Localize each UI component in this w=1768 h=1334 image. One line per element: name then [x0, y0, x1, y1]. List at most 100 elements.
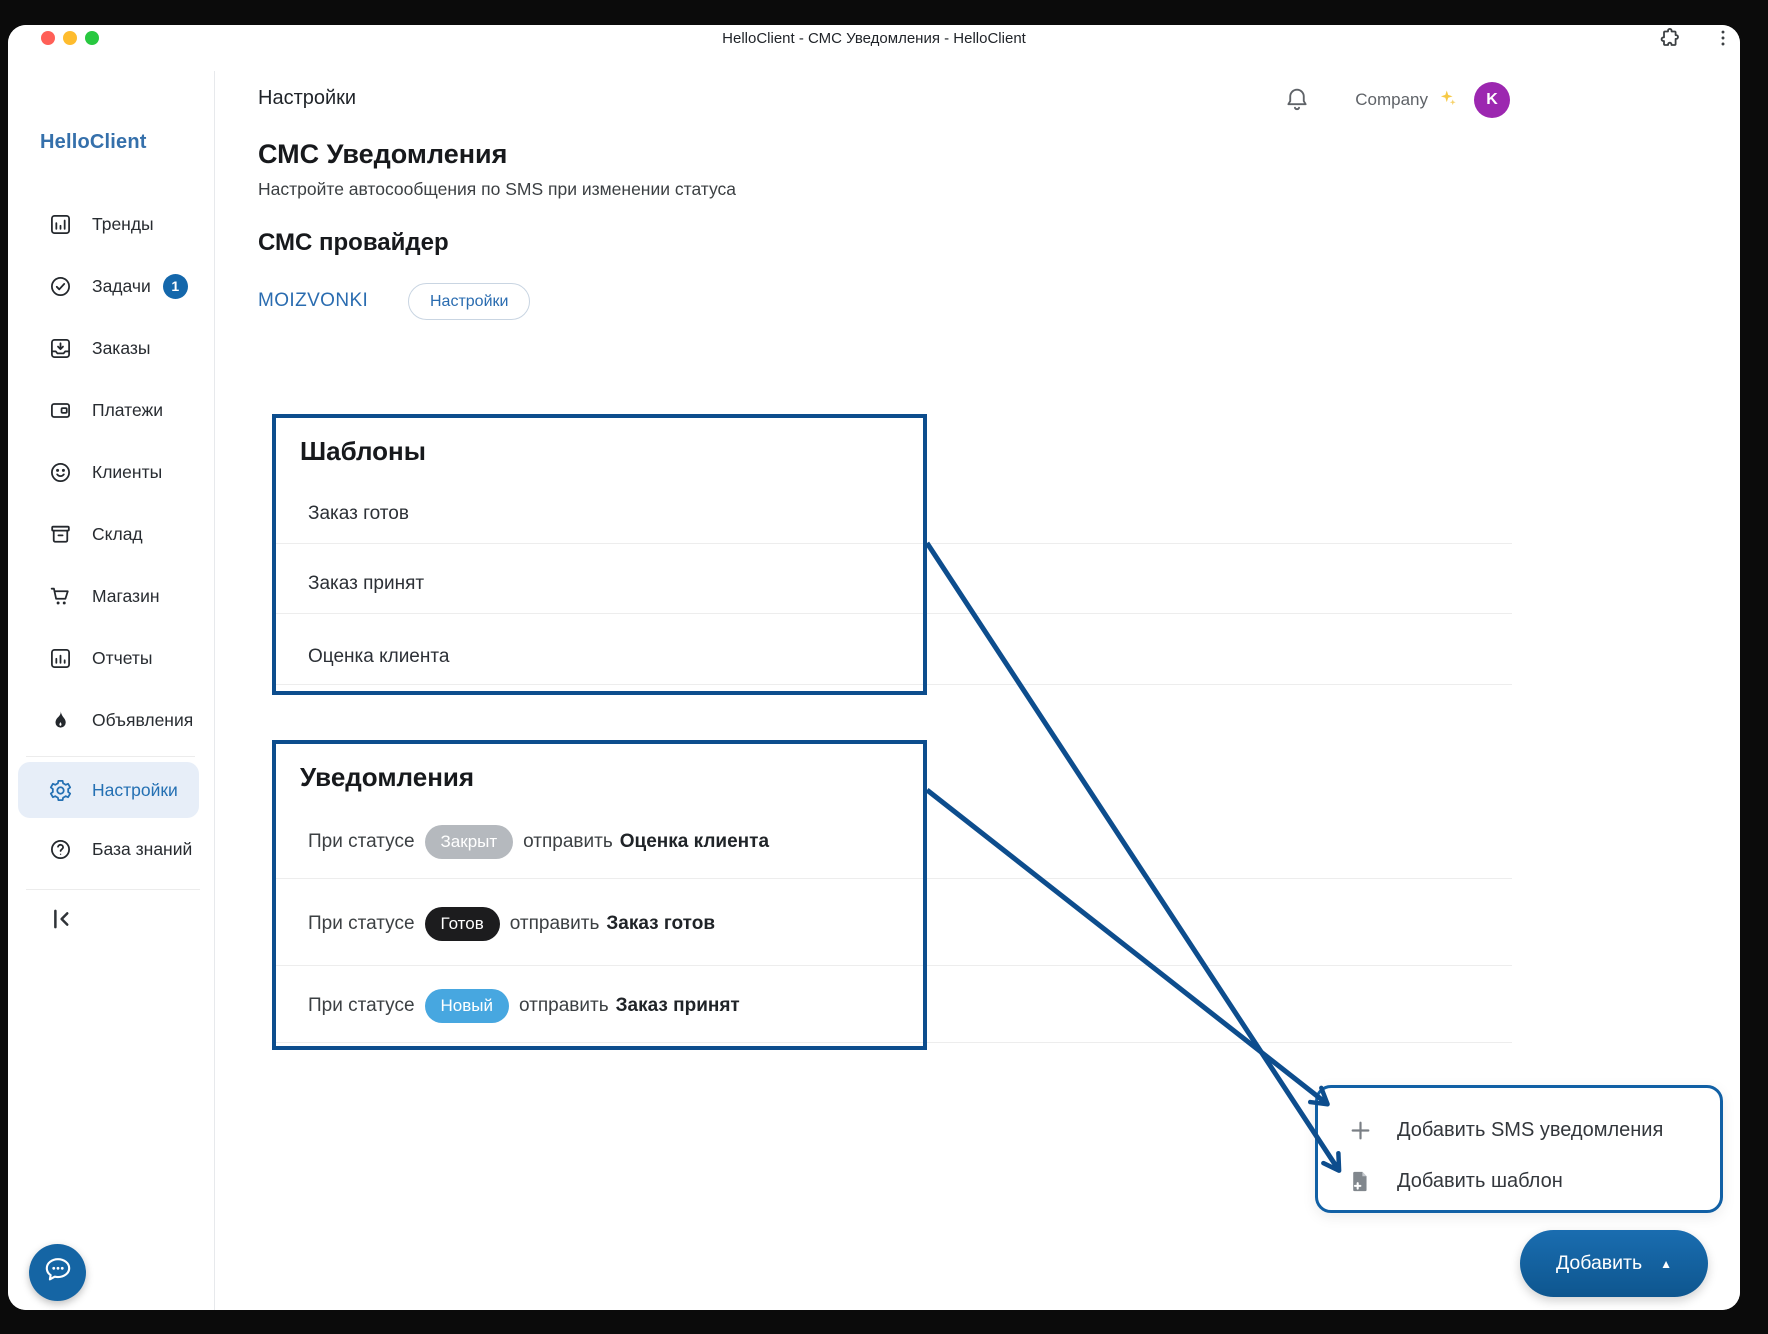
- sidebar-item-clients[interactable]: Клиенты: [8, 441, 213, 503]
- sidebar-item-label: Настройки: [92, 779, 178, 800]
- sidebar-item-label: Тренды: [92, 213, 154, 234]
- templates-heading: Шаблоны: [300, 436, 426, 466]
- sidebar-item-label: Склад: [92, 523, 143, 544]
- provider-settings-button[interactable]: Настройки: [408, 283, 531, 320]
- rule-template-name: Оценка клиента: [619, 831, 770, 852]
- main-content: Настройки Company K СМС Уведомления Наст…: [215, 71, 1740, 1310]
- help-circle-icon: [48, 837, 73, 862]
- bar-chart-icon: [48, 212, 73, 237]
- template-row[interactable]: Оценка клиента: [308, 646, 450, 667]
- browser-menu-kebab-icon[interactable]: [1712, 26, 1732, 50]
- avatar[interactable]: K: [1474, 82, 1510, 118]
- sidebar-item-label: Магазин: [92, 585, 160, 606]
- rule-middle: отправить: [519, 995, 609, 1016]
- company-menu[interactable]: Company: [1355, 90, 1428, 109]
- notification-rule-row[interactable]: При статусе Новый отправить Заказ принят: [308, 989, 740, 1023]
- extensions-puzzle-icon[interactable]: [1658, 26, 1682, 50]
- support-chat-button[interactable]: [29, 1244, 86, 1301]
- chevron-up-icon: ▲: [1660, 1256, 1673, 1271]
- tasks-count-badge: 1: [162, 273, 188, 299]
- sidebar-item-label: Заказы: [92, 337, 151, 358]
- provider-heading: СМС провайдер: [258, 229, 449, 256]
- provider-link[interactable]: MOIZVONKI: [258, 290, 369, 311]
- popup-item-label: Добавить шаблон: [1397, 1169, 1563, 1192]
- rule-middle: отправить: [509, 913, 600, 934]
- plus-icon: [1348, 1118, 1373, 1143]
- notifications-heading: Уведомления: [300, 762, 475, 792]
- note-add-icon: [1348, 1169, 1373, 1194]
- chat-bubble-icon: [41, 1253, 75, 1292]
- flame-icon: [48, 708, 73, 733]
- sidebar-item-label: Платежи: [92, 399, 163, 420]
- minimize-button[interactable]: [63, 31, 77, 45]
- gear-icon: [48, 778, 73, 803]
- titlebar: HelloClient - СМС Уведомления - HelloCli…: [8, 25, 1740, 71]
- page-title: СМС Уведомления: [258, 139, 508, 169]
- close-button[interactable]: [41, 31, 55, 45]
- notifications-section: Уведомления При статусе Закрыт отправить Оц…: [272, 740, 927, 1050]
- notifications-bell-icon[interactable]: [1283, 86, 1311, 114]
- sidebar-item-orders[interactable]: Заказы: [8, 317, 213, 379]
- template-row[interactable]: Заказ готов: [308, 503, 409, 524]
- notification-rule-row[interactable]: При статусе Готов отправить Заказ готов: [308, 907, 715, 941]
- status-pill: Закрыт: [424, 825, 514, 859]
- row-divider: [272, 684, 1512, 685]
- app-logo[interactable]: HelloClient: [40, 131, 147, 153]
- report-chart-icon: [48, 646, 73, 671]
- status-pill: Готов: [424, 907, 500, 941]
- notification-rule-row[interactable]: При статусе Закрыт отправить Оценка клиента: [308, 825, 769, 859]
- collapse-sidebar-icon[interactable]: [46, 904, 76, 934]
- sidebar-item-settings[interactable]: Настройки: [18, 762, 199, 818]
- sidebar-divider: [26, 889, 200, 890]
- check-circle-icon: [48, 274, 73, 299]
- wallet-icon: [48, 398, 73, 423]
- page-subtitle: Настройте автосообщения по SMS при измен…: [258, 179, 737, 199]
- app-window: HelloClient - СМС Уведомления - HelloCli…: [8, 25, 1740, 1310]
- header-right: Company K: [1283, 82, 1510, 118]
- sidebar-item-warehouse[interactable]: Склад: [8, 503, 213, 565]
- box-icon: [48, 522, 73, 547]
- template-row[interactable]: Заказ принят: [308, 573, 425, 594]
- popup-item-label: Добавить SMS уведомления: [1397, 1118, 1664, 1141]
- cart-icon: [48, 584, 73, 609]
- sidebar-item-payments[interactable]: Платежи: [8, 379, 213, 441]
- rule-prefix: При статусе: [308, 913, 415, 934]
- add-button[interactable]: Добавить ▲: [1520, 1230, 1708, 1297]
- sparkle-icon: [1438, 88, 1458, 113]
- sidebar-item-label: Клиенты: [92, 461, 163, 482]
- smiley-icon: [48, 460, 73, 485]
- rule-template-name: Заказ готов: [606, 913, 715, 934]
- rule-prefix: При статусе: [308, 831, 415, 852]
- sidebar-item-announcements[interactable]: Объявления: [8, 689, 213, 751]
- sidebar-item-label: Задачи: [92, 275, 151, 296]
- zoom-button[interactable]: [85, 31, 99, 45]
- sidebar-item-label: Отчеты: [92, 647, 153, 668]
- window-title: HelloClient - СМС Уведомления - HelloCli…: [722, 30, 1026, 47]
- rule-middle: отправить: [523, 831, 613, 852]
- sidebar-item-label: База знаний: [92, 838, 193, 859]
- rule-prefix: При статусе: [308, 995, 415, 1016]
- row-divider: [272, 878, 1512, 879]
- status-pill: Новый: [424, 989, 510, 1023]
- sidebar-item-trends[interactable]: Тренды: [8, 193, 213, 255]
- row-divider: [272, 1042, 1512, 1043]
- row-divider: [272, 543, 1512, 544]
- add-button-label: Добавить: [1555, 1252, 1643, 1274]
- sidebar-item-tasks[interactable]: Задачи 1: [8, 255, 213, 317]
- sidebar-section-divider: [26, 756, 195, 757]
- sidebar-item-knowledge-base[interactable]: База знаний: [8, 818, 213, 880]
- sidebar-item-shop[interactable]: Магазин: [8, 565, 213, 627]
- sidebar-item-reports[interactable]: Отчеты: [8, 627, 213, 689]
- row-divider: [272, 613, 1512, 614]
- popup-item-add-template[interactable]: Добавить шаблон: [1348, 1159, 1698, 1203]
- inbox-icon: [48, 336, 73, 361]
- sidebar-item-label: Объявления: [92, 709, 194, 730]
- breadcrumb: Настройки: [258, 87, 357, 109]
- popup-item-add-sms-notification[interactable]: Добавить SMS уведомления: [1348, 1108, 1698, 1152]
- rule-template-name: Заказ принят: [615, 995, 740, 1016]
- row-divider: [272, 965, 1512, 966]
